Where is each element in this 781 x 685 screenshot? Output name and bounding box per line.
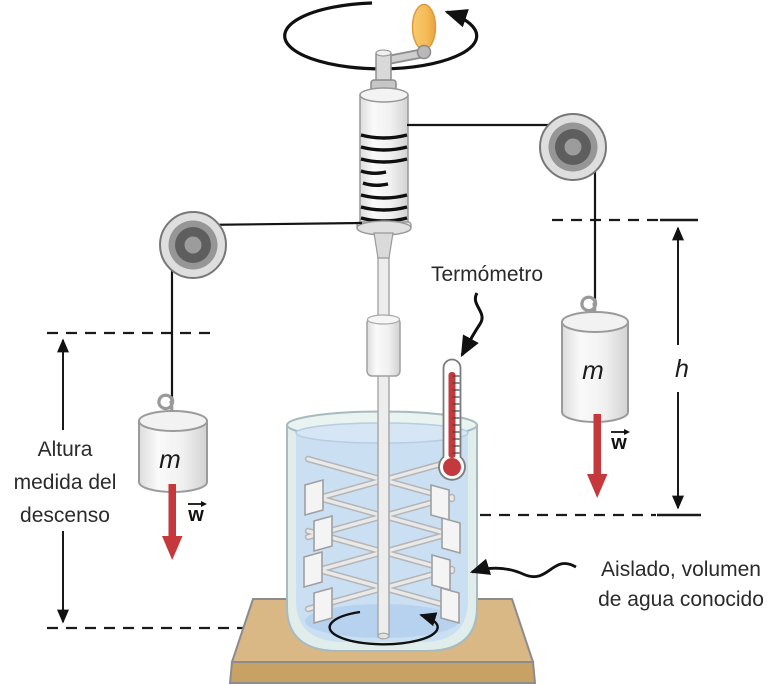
thermometer-bulb [443, 458, 461, 476]
table-front [228, 661, 537, 684]
right-weight-force-arrow [587, 414, 608, 498]
crank-post-top [375, 49, 392, 57]
left-w-vector-head [201, 501, 207, 507]
thermometer [438, 358, 466, 481]
insulated-label-line1: Aislado, volumen [601, 558, 761, 581]
right-weight: m w [561, 295, 630, 498]
left-mass-label: m [159, 444, 181, 474]
h-symbol: h [675, 355, 689, 383]
thermometer-column [448, 372, 456, 458]
right-w-label: w [610, 432, 627, 454]
shaft-rod [377, 255, 390, 637]
shaft-collar-top [366, 314, 401, 325]
right-mass-label: m [582, 355, 604, 385]
descent-label-line3: descenso [20, 504, 110, 527]
crank-rotation-arrow [283, 1, 479, 71]
left-weight: m w [138, 393, 208, 560]
string-left-horizontal [197, 221, 363, 227]
paddle-blades [303, 478, 461, 625]
shaft-collar [366, 317, 401, 377]
descent-label-line2: medida del [14, 471, 117, 494]
right-h-measure [480, 218, 701, 517]
shaft-tip [377, 632, 390, 640]
descent-label-line1: Altura [38, 438, 93, 461]
crank-arm-cap [416, 44, 432, 60]
right-weight-top [561, 311, 629, 333]
drum-taper [373, 232, 394, 259]
insulated-callout-arrow [469, 558, 577, 578]
left-descent-measure [47, 331, 247, 630]
left-w-label: w [187, 504, 204, 526]
crank-knob [411, 3, 437, 51]
right-pulley [539, 113, 607, 181]
thermometer-callout-arrow [460, 292, 484, 358]
thermometer-ticks [452, 375, 460, 454]
right-w-vector-head [624, 429, 630, 435]
thermometer-label: Termómetro [431, 263, 543, 286]
left-pulley [159, 211, 227, 279]
insulated-label-line2: de agua conocido [598, 588, 764, 611]
water-rotation-arrow [328, 610, 439, 646]
crank-drum-assembly [283, 1, 479, 259]
drum-top [359, 87, 409, 103]
stirrer-shaft [366, 255, 401, 640]
left-weight-force-arrow [162, 484, 183, 560]
left-weight-top [138, 410, 208, 432]
